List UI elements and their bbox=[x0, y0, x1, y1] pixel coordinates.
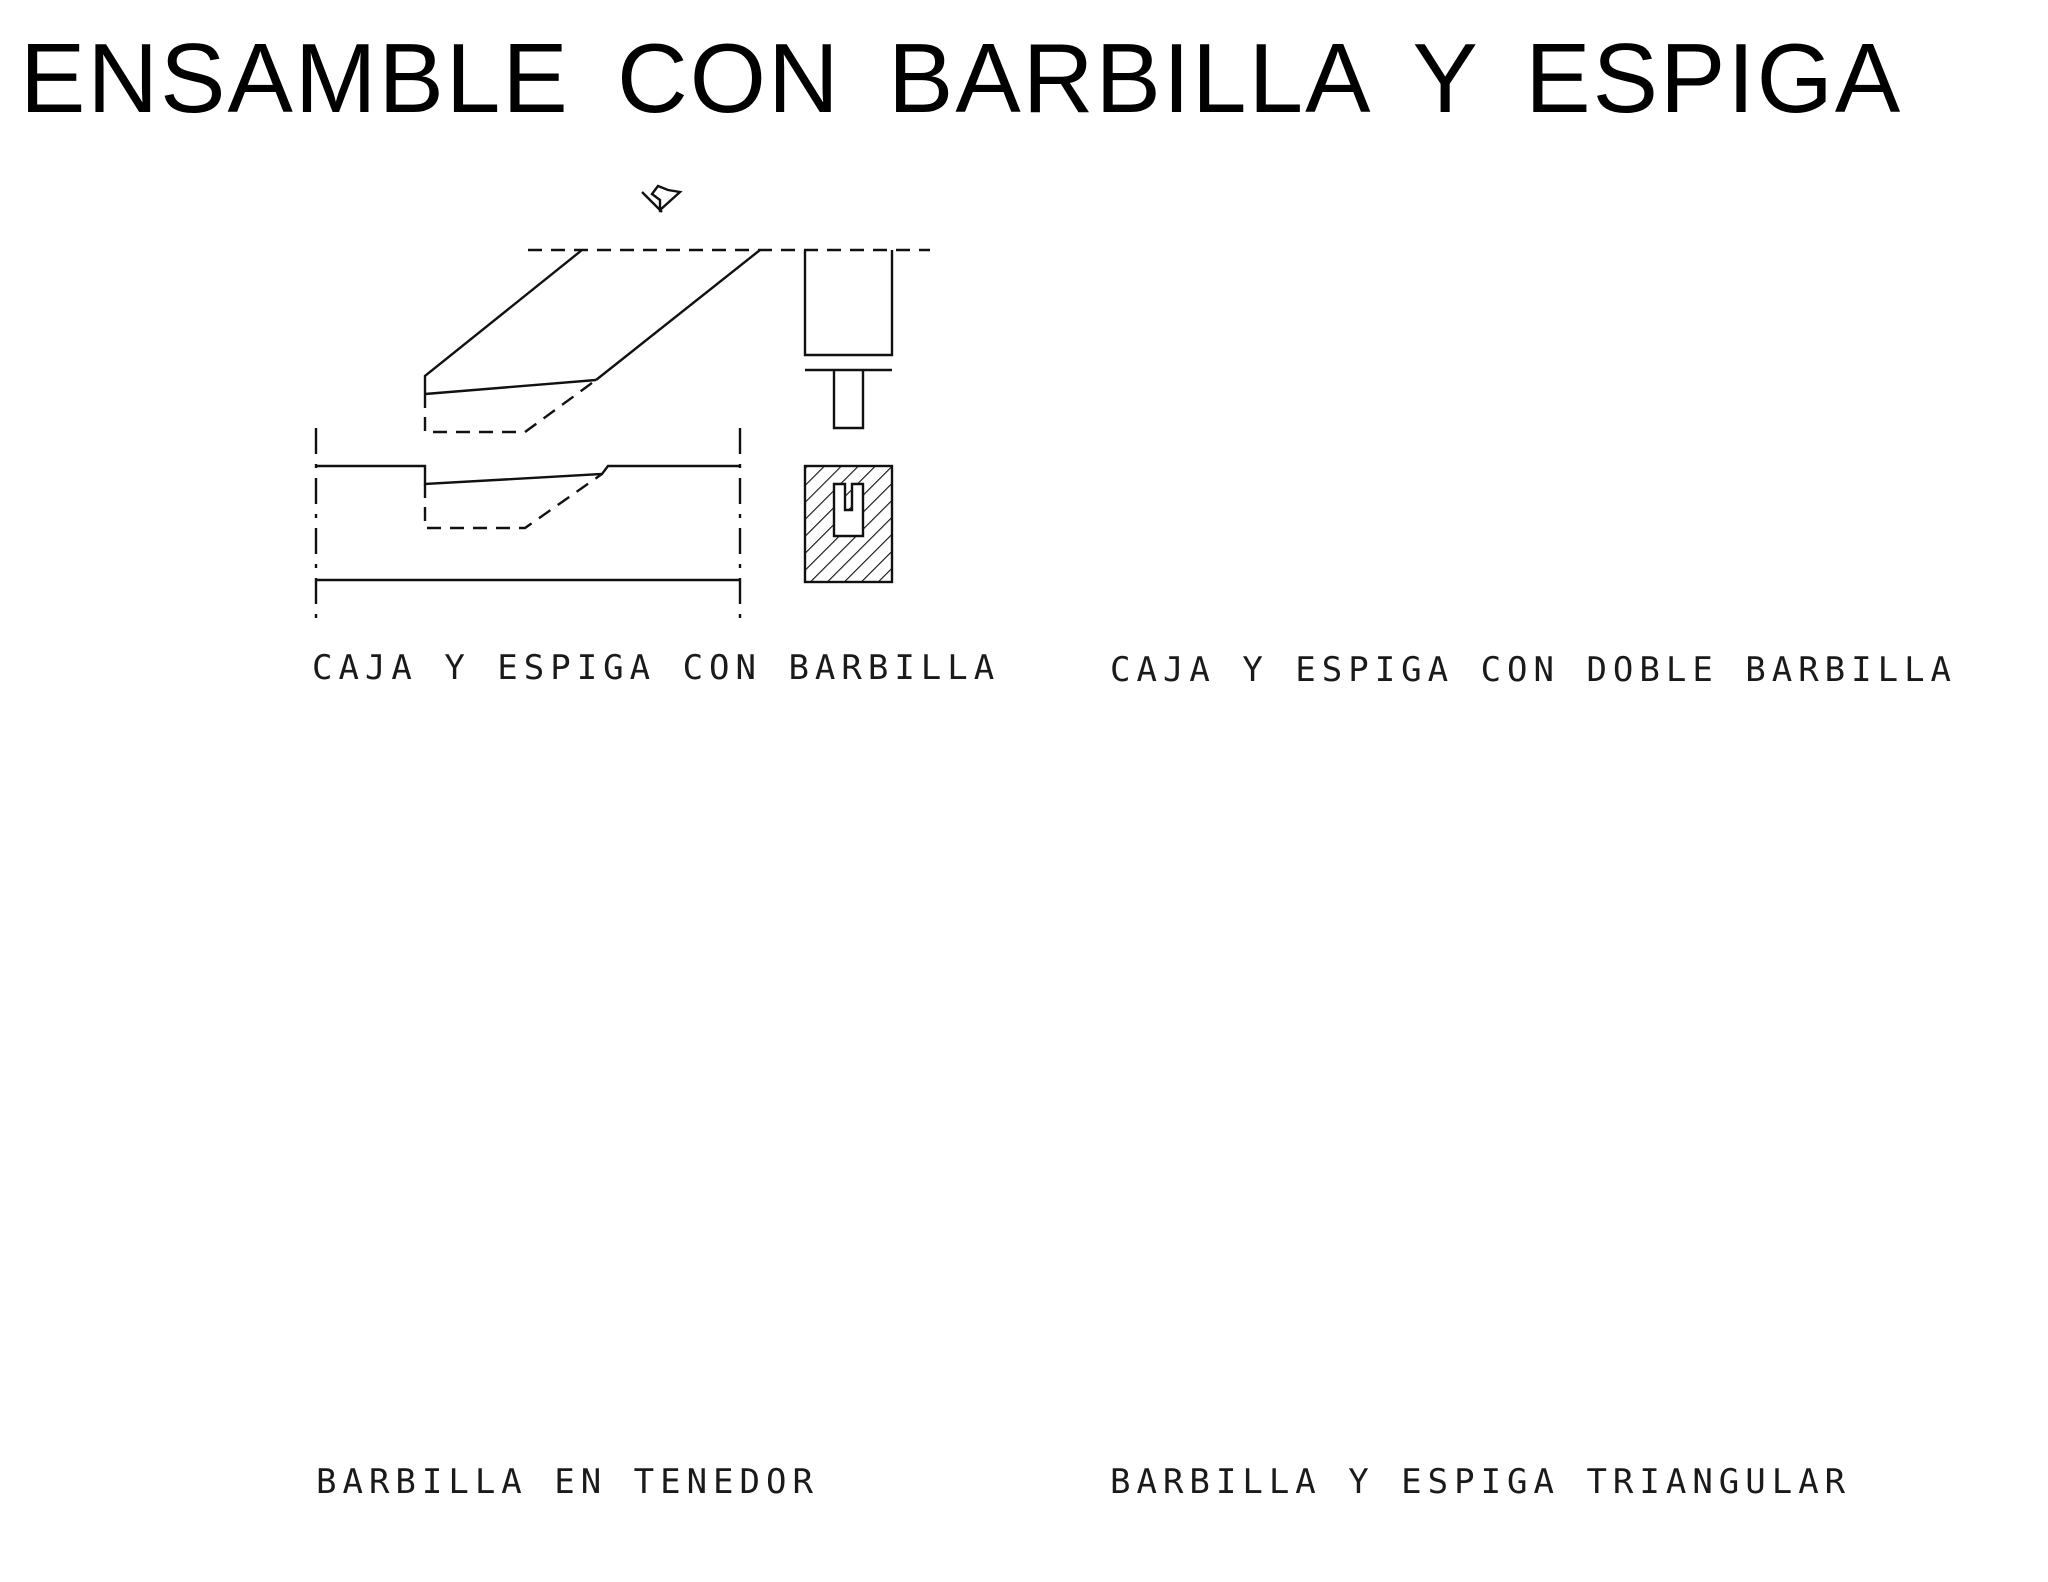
diagram-caja-espiga-barbilla bbox=[314, 184, 930, 618]
caption-caja-espiga-doble-barbilla: CAJA Y ESPIGA CON DOBLE BARBILLA bbox=[1110, 650, 1958, 690]
diagram-panel bbox=[268, 178, 1880, 1522]
caption-caja-espiga-barbilla: CAJA Y ESPIGA CON BARBILLA bbox=[312, 648, 1001, 688]
page-title: ENSAMBLE CON BARBILLA Y ESPIGA bbox=[20, 23, 1903, 133]
caption-barbilla-espiga-triangular: BARBILLA Y ESPIGA TRIANGULAR bbox=[1110, 1462, 1852, 1502]
caption-barbilla-tenedor: BARBILLA EN TENEDOR bbox=[316, 1462, 819, 1502]
